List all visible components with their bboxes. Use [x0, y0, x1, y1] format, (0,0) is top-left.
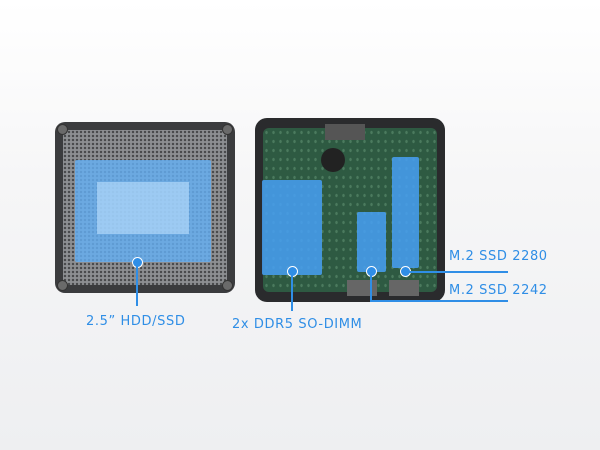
screw: [57, 124, 68, 135]
dimm-callout-line: [291, 271, 293, 311]
screw: [222, 280, 233, 291]
screw: [57, 280, 68, 291]
ssd-2242-callout-line: [370, 300, 508, 302]
cmos-battery: [321, 148, 345, 172]
ssd-2280-callout-line: [405, 271, 508, 273]
hdd-callout-line: [136, 262, 138, 306]
dimm-label: 2x DDR5 SO-DIMM: [232, 317, 363, 332]
screw: [222, 124, 233, 135]
port: [325, 124, 365, 140]
ssd-2280-label: M.2 SSD 2280: [449, 249, 548, 264]
port: [389, 280, 419, 296]
port: [347, 280, 377, 296]
hdd-label: 2.5” HDD/SSD: [86, 314, 186, 329]
ssd-2280-highlight: [392, 157, 419, 268]
ssd-2242-callout-line: [370, 271, 372, 302]
ssd-2242-highlight: [357, 212, 386, 272]
ssd-2242-label: M.2 SSD 2242: [449, 283, 548, 298]
hdd-bay-inner: [97, 182, 189, 234]
dimm-highlight: [262, 180, 322, 275]
